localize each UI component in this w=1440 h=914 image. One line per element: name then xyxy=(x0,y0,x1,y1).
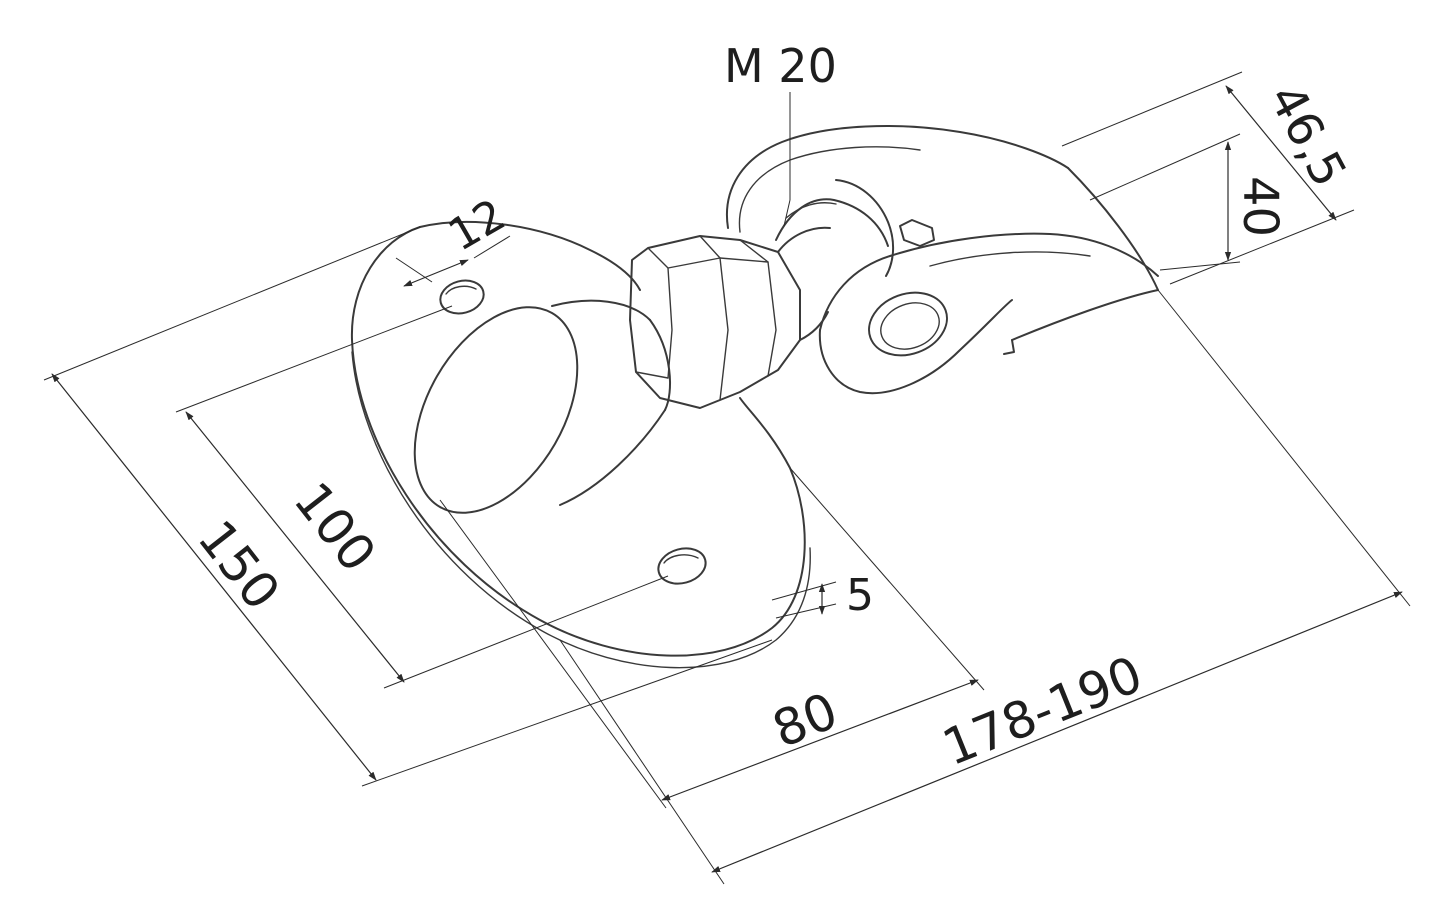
base-plate xyxy=(350,220,811,669)
dimension-hole-diameter: 12 xyxy=(395,189,514,287)
base-length-label: 80 xyxy=(765,682,846,760)
plate-thickness-label: 5 xyxy=(846,570,874,621)
base-width-label: 150 xyxy=(187,510,291,621)
dimension-total-length: 178-190 xyxy=(559,289,1411,885)
pin-boss xyxy=(868,291,948,357)
hole-spacing-label: 100 xyxy=(283,472,387,583)
dimension-base-length: 80 xyxy=(439,467,985,809)
threaded-stud xyxy=(775,198,889,341)
thread-label: M 20 xyxy=(724,39,837,93)
mounting-hole-top xyxy=(439,279,485,315)
dimension-base-width: 150 xyxy=(43,226,773,787)
mounting-hole-bottom xyxy=(657,547,707,585)
dimension-plate-thickness: 5 xyxy=(771,570,874,621)
inner-height-label: 40 xyxy=(1232,176,1288,237)
cylinder-body xyxy=(413,299,671,514)
dimension-thread: M 20 xyxy=(724,39,837,227)
dimension-hole-spacing: 100 xyxy=(175,305,669,689)
total-length-label: 178-190 xyxy=(935,645,1150,777)
hole-diameter-label: 12 xyxy=(440,189,514,261)
hex-nut xyxy=(629,235,801,409)
clamp-jaw xyxy=(818,167,1159,395)
dimension-inner-height: 40 xyxy=(1089,133,1288,271)
dimension-outer-height: 46,5 xyxy=(1061,71,1357,285)
